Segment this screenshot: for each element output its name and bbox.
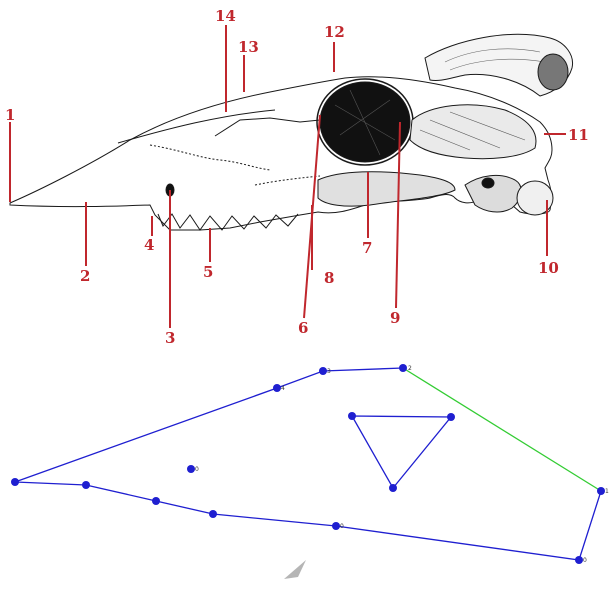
maxilla-suture <box>150 145 270 170</box>
graph-node[interactable] <box>82 481 90 489</box>
landmark-label-14: 14 <box>215 7 236 25</box>
inner-triangle-edges <box>352 416 451 488</box>
highlight-edge <box>403 368 601 491</box>
landmark-label-12: 12 <box>324 23 345 41</box>
graph-node-id: 0 <box>583 557 587 564</box>
landmark-label-3: 3 <box>165 329 175 347</box>
landmark-label-7: 7 <box>362 239 372 257</box>
graph-node-isolated[interactable] <box>187 465 195 473</box>
landmark-label-2: 2 <box>80 267 90 285</box>
graph-node[interactable] <box>575 556 583 564</box>
graph-node-id: 2 <box>408 365 412 372</box>
landmark-label-1: 1 <box>5 106 15 124</box>
landmark-label-13: 13 <box>238 38 259 56</box>
graph-node[interactable] <box>389 484 397 492</box>
graph-node-id: 4 <box>281 385 285 392</box>
zygomatic-arch <box>318 172 455 206</box>
landmark-label-11: 11 <box>568 126 589 144</box>
landmark-graph: 2 3 4 1 0 0 0 <box>11 364 609 564</box>
graph-node[interactable] <box>152 497 160 505</box>
graph-node[interactable] <box>11 478 19 486</box>
frontal-suture <box>215 118 320 136</box>
horn-tip <box>538 54 568 90</box>
jugal-suture <box>255 176 320 185</box>
landmark-label-9: 9 <box>390 309 400 327</box>
graph-node[interactable] <box>348 412 356 420</box>
outer-polygon-edges <box>15 368 601 560</box>
ear-opening <box>482 178 494 188</box>
landmark-label-4: 4 <box>144 236 154 254</box>
landmark-label-10: 10 <box>538 259 559 277</box>
landmark-label-5: 5 <box>203 263 213 281</box>
graph-nodes <box>11 364 605 564</box>
graph-node[interactable] <box>597 487 605 495</box>
temporal-fossa <box>410 105 536 159</box>
graph-node-id: 1 <box>605 488 609 495</box>
landmark-label-8: 8 <box>324 269 334 287</box>
graph-node[interactable] <box>319 367 327 375</box>
graph-node[interactable] <box>332 522 340 530</box>
graph-node[interactable] <box>273 384 281 392</box>
graph-node[interactable] <box>399 364 407 372</box>
cursor-arrow-icon <box>284 560 306 579</box>
skull-illustration <box>10 34 573 230</box>
nasal-line <box>118 110 275 143</box>
graph-node[interactable] <box>209 510 217 518</box>
teeth-row <box>158 214 298 230</box>
graph-node-id: 3 <box>327 368 331 375</box>
graph-node[interactable] <box>447 413 455 421</box>
graph-node-id: 0 <box>195 466 199 473</box>
graph-edges <box>15 368 601 560</box>
graph-node-id: 0 <box>340 523 344 530</box>
landmark-label-6: 6 <box>298 319 308 337</box>
